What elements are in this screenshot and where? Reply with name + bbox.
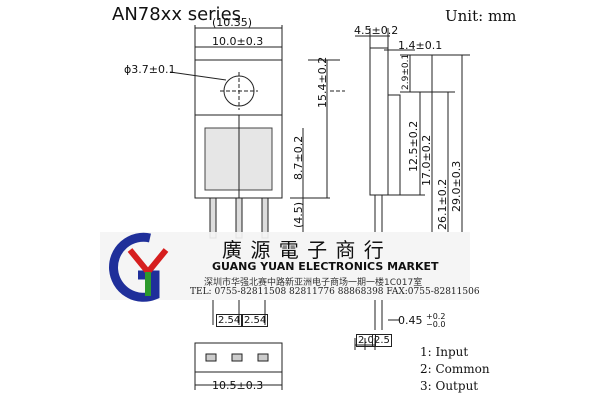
dim-lead-pitch-2: 2.54	[242, 314, 269, 327]
lead-thickness-value: 0.45	[398, 314, 423, 327]
pin-1-label: 1: Input	[420, 345, 469, 359]
dim-side-tab: 1.4±0.1	[398, 39, 443, 52]
dim-bottom-width: 10.5±0.3	[212, 379, 264, 392]
watermark-banner	[100, 232, 470, 300]
watermark-name-cn: 廣 源 電 子 商 行	[222, 238, 385, 262]
unit-label: Unit: mm	[445, 7, 517, 25]
dim-lead-thickness: 0.45 +0.2 −0.0	[398, 313, 445, 329]
lead-tol-plus: +0.2	[426, 312, 446, 321]
dim-lead-pitch-1: 2.54	[216, 314, 243, 327]
dim-overall-width: (10.35)	[212, 16, 253, 29]
diagram-title: AN78xx series	[112, 4, 242, 25]
watermark-address: 深圳市华强北赛中路新亚洲电子商场一期一楼1C017室	[204, 278, 423, 288]
lead-tol-minus: −0.0	[426, 320, 446, 329]
watermark-name-en: GUANG YUAN ELECTRONICS MARKET	[212, 260, 439, 273]
dim-side-2-0: 2.0	[356, 334, 376, 347]
pin-2-label: 2: Common	[420, 362, 490, 376]
front-body-outline	[194, 114, 283, 199]
dim-hole-dia: ϕ3.7±0.1	[124, 63, 176, 76]
dim-side-2-5: 2.5	[372, 334, 392, 347]
pin-3-label: 3: Output	[420, 379, 479, 393]
dim-side-thickness: 4.5±0.2	[354, 24, 399, 37]
dim-body-width: 10.0±0.3	[212, 35, 264, 48]
watermark-phone: TEL: 0755-82811508 82811776 88868398 FAX…	[190, 287, 480, 297]
